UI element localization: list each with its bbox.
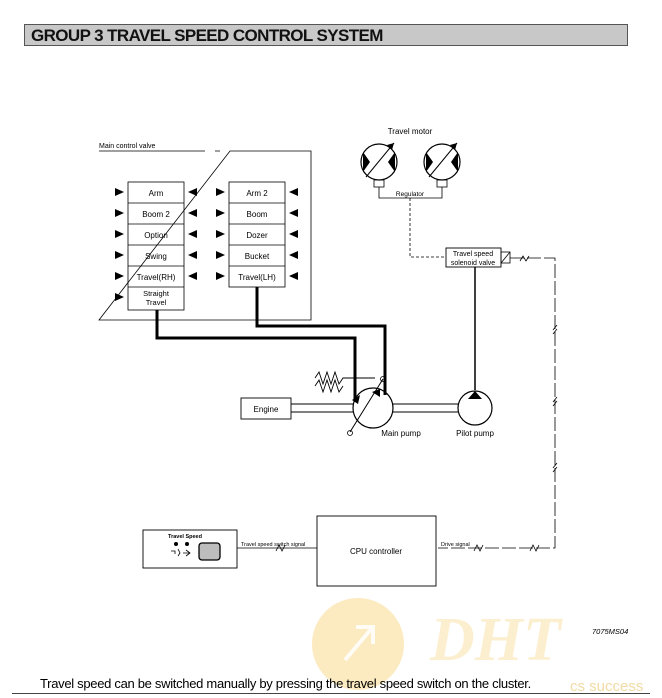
spool-travel-lh: Travel(LH) bbox=[238, 273, 276, 282]
regulator-label: Regulator bbox=[396, 191, 425, 198]
cpu-controller-box bbox=[316, 515, 437, 587]
travel-motor-right bbox=[423, 142, 461, 188]
turtle-icon bbox=[171, 548, 181, 557]
drive-shaft bbox=[291, 403, 458, 413]
engine-label: Engine bbox=[254, 405, 279, 414]
indicator-led-high bbox=[185, 542, 189, 546]
spool-boom-2: Boom 2 bbox=[142, 210, 170, 219]
travel-motor-label: Travel motor bbox=[388, 127, 433, 136]
cpu-controller-label: CPU controller bbox=[350, 547, 402, 556]
figure-code: 7075MS04 bbox=[592, 627, 628, 636]
pilot-pump-label: Pilot pump bbox=[456, 429, 494, 438]
travel-speed-switch-button[interactable] bbox=[198, 542, 221, 561]
spool-straight-travel-line1: Straight bbox=[143, 289, 170, 298]
main-control-valve-frame bbox=[98, 150, 312, 321]
spool-bucket: Bucket bbox=[245, 252, 270, 261]
spool-arm: Arm bbox=[149, 189, 164, 198]
main-control-valve-label: Main control valve bbox=[99, 143, 156, 150]
watermark-arrow-icon bbox=[343, 625, 375, 662]
wire-break-marks bbox=[473, 255, 558, 552]
section-title: GROUP 3 TRAVEL SPEED CONTROL SYSTEM bbox=[31, 26, 383, 45]
left-spool-stack: Arm Boom 2 Option Swing Travel(RH) Strai… bbox=[115, 181, 197, 311]
spool-arm-2: Arm 2 bbox=[246, 189, 268, 198]
bottom-rule bbox=[12, 693, 650, 694]
spool-boom: Boom bbox=[247, 210, 268, 219]
spool-dozer: Dozer bbox=[246, 231, 268, 240]
main-pump bbox=[347, 376, 394, 436]
hydraulic-line-travel-rh bbox=[155, 310, 357, 402]
spool-travel-rh: Travel(RH) bbox=[137, 273, 176, 282]
solenoid-label-line2: solenoid valve bbox=[451, 260, 495, 267]
pump-regulator-spring bbox=[314, 370, 375, 386]
spool-swing: Swing bbox=[145, 252, 167, 261]
pilot-pump bbox=[457, 390, 493, 426]
rabbit-icon bbox=[183, 549, 191, 557]
solenoid-label-line1: Travel speed bbox=[453, 251, 493, 258]
drive-signal-label: Drive signal bbox=[441, 542, 470, 548]
travel-motor-left bbox=[360, 142, 398, 188]
solenoid-valve: Travel speed solenoid valve bbox=[445, 247, 511, 268]
watermark-text: DHT bbox=[429, 606, 563, 674]
caption-text: Travel speed can be switched manually by… bbox=[40, 676, 531, 691]
switch-panel-title: Travel Speed bbox=[168, 534, 202, 540]
spool-option: Option bbox=[144, 231, 168, 240]
section-header: GROUP 3 TRAVEL SPEED CONTROL SYSTEM bbox=[24, 24, 628, 46]
switch-signal-label: Travel speed switch signal bbox=[241, 542, 305, 548]
engine-box bbox=[240, 397, 292, 420]
hydraulic-line-travel-lh bbox=[255, 287, 387, 395]
regulator-line bbox=[378, 187, 443, 199]
indicator-led-low bbox=[174, 542, 178, 546]
pilot-dashed-line bbox=[409, 198, 446, 258]
spool-straight-travel-line2: Travel bbox=[146, 298, 167, 307]
watermark-tagline: cs success bbox=[570, 678, 643, 695]
main-pump-label: Main pump bbox=[381, 429, 421, 438]
travel-speed-switch-panel: Travel Speed bbox=[142, 529, 238, 569]
